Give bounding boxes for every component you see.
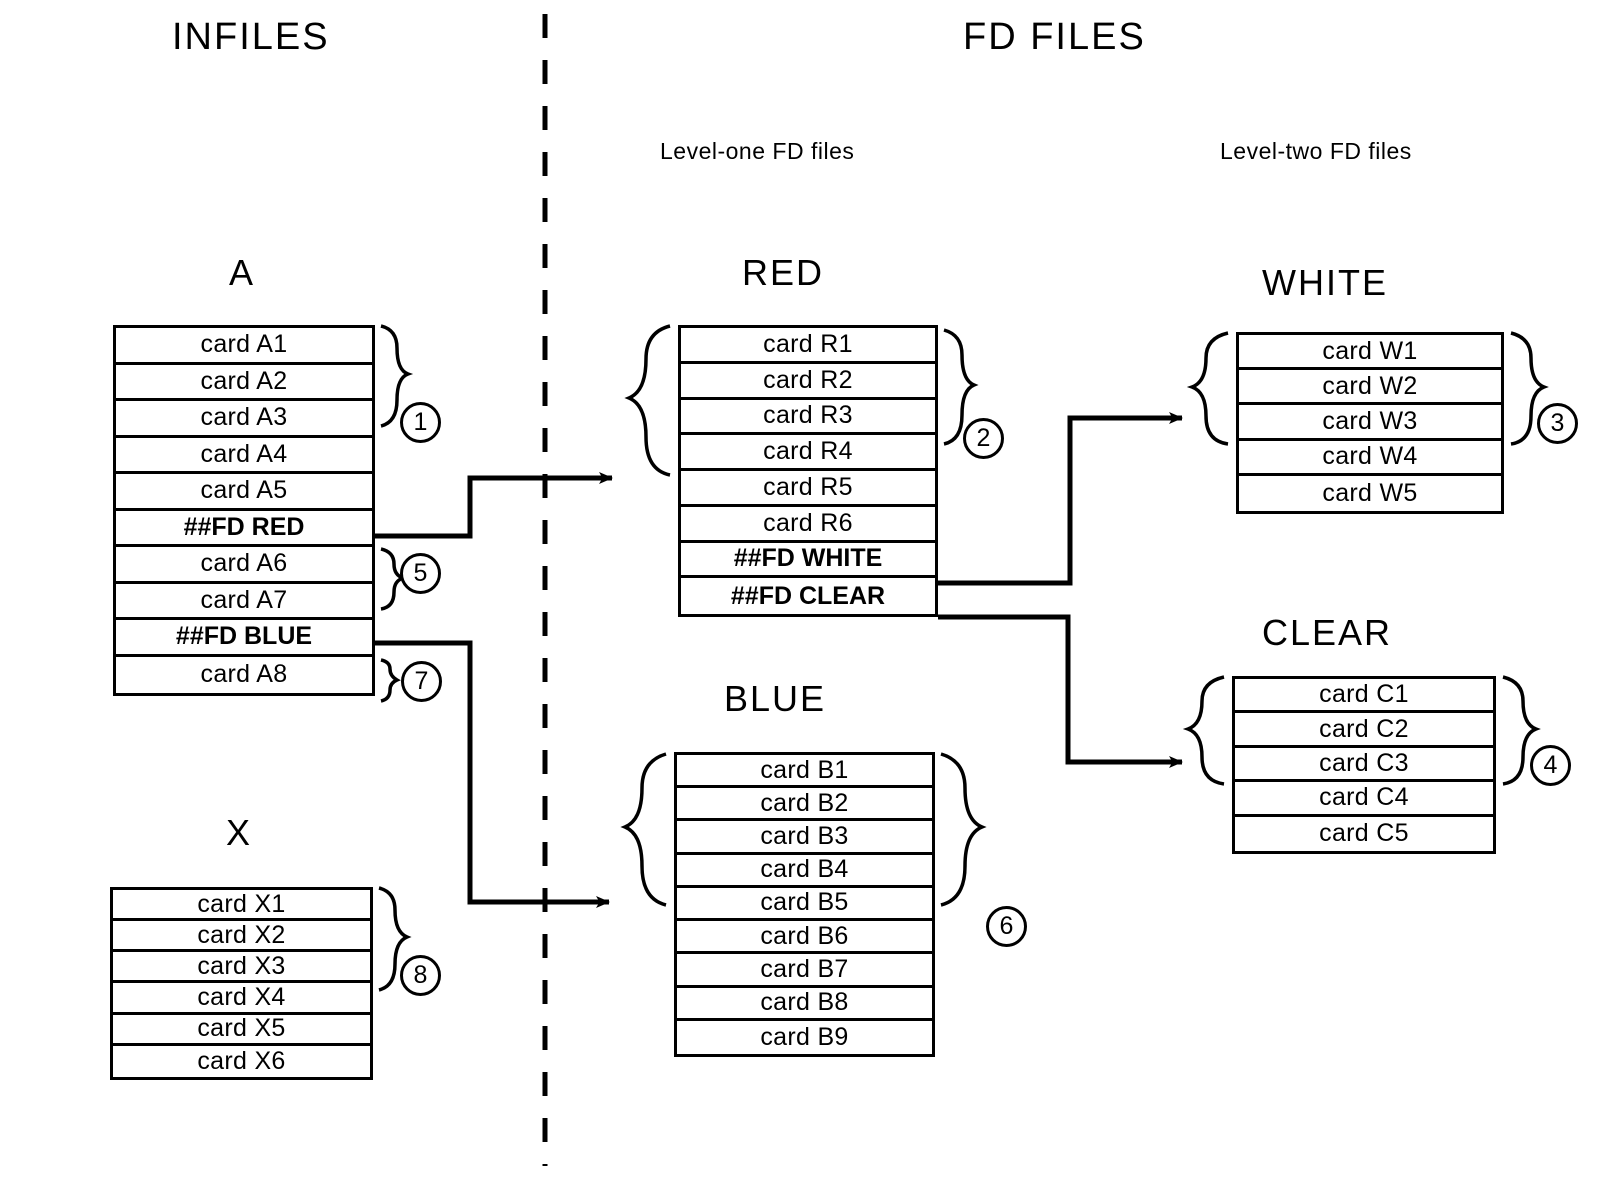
callout-5: 5 bbox=[400, 553, 441, 594]
card-row: card B4 bbox=[677, 854, 932, 888]
card-row: card W1 bbox=[1239, 335, 1501, 371]
heading-infiles: INFILES bbox=[172, 16, 330, 58]
brace-red-left bbox=[624, 324, 671, 477]
brace-a-5 bbox=[380, 547, 409, 611]
file-title-clear: CLEAR bbox=[1262, 612, 1393, 653]
fd-directive-row: ##FD CLEAR bbox=[681, 578, 935, 614]
card-row: card B2 bbox=[677, 788, 932, 822]
card-row: card R3 bbox=[681, 399, 935, 436]
card-row: card B7 bbox=[677, 954, 932, 988]
card-row: card R6 bbox=[681, 506, 935, 543]
card-row: card R4 bbox=[681, 435, 935, 471]
flow-arrow-fd-blue-to-blue bbox=[375, 640, 610, 908]
card-row: card A7 bbox=[116, 583, 372, 620]
card-row: card A5 bbox=[116, 474, 372, 511]
card-row: card B3 bbox=[677, 821, 932, 855]
card-row: card X4 bbox=[113, 983, 370, 1015]
card-row: card A1 bbox=[116, 328, 372, 365]
file-title-white: WHITE bbox=[1262, 262, 1388, 303]
card-row: card B1 bbox=[677, 755, 932, 789]
callout-7: 7 bbox=[401, 661, 442, 702]
card-row: card B5 bbox=[677, 887, 932, 922]
card-row: card C5 bbox=[1235, 816, 1493, 851]
flow-arrow-fd-white-to-white bbox=[938, 412, 1183, 586]
fd-directive-row: ##FD BLUE bbox=[116, 620, 372, 657]
card-row: card A2 bbox=[116, 364, 372, 401]
brace-white-3 bbox=[1510, 331, 1549, 446]
card-row: card X5 bbox=[113, 1014, 370, 1046]
card-row: card R5 bbox=[681, 471, 935, 507]
card-row: card A8 bbox=[116, 656, 372, 693]
file-title-blue: BLUE bbox=[724, 678, 827, 719]
card-row: card C1 bbox=[1235, 679, 1493, 714]
brace-x-8 bbox=[378, 886, 412, 992]
callout-6: 6 bbox=[986, 906, 1027, 947]
brace-a-1 bbox=[380, 324, 414, 428]
heading-fd-files: FD FILES bbox=[963, 16, 1146, 58]
card-row: card X6 bbox=[113, 1045, 370, 1077]
card-row: card A6 bbox=[116, 547, 372, 584]
fd-directive-row: ##FD RED bbox=[116, 510, 372, 547]
card-row: card W4 bbox=[1239, 440, 1501, 476]
brace-clear-4 bbox=[1502, 675, 1541, 786]
fd-directive-row: ##FD WHITE bbox=[681, 542, 935, 579]
callout-8: 8 bbox=[400, 955, 441, 996]
brace-white-left bbox=[1186, 331, 1229, 446]
flow-arrow-fd-red-to-red bbox=[375, 472, 613, 539]
file-title-x: X bbox=[226, 812, 253, 853]
card-row: card R2 bbox=[681, 363, 935, 400]
card-row: card C2 bbox=[1235, 713, 1493, 748]
card-row: card W2 bbox=[1239, 370, 1501, 406]
brace-blue-left bbox=[620, 752, 667, 907]
card-row: card X3 bbox=[113, 952, 370, 984]
file-title-a: A bbox=[229, 252, 256, 293]
card-row: card X1 bbox=[113, 890, 370, 922]
card-row: card W5 bbox=[1239, 475, 1501, 511]
card-row: card B9 bbox=[677, 1020, 932, 1054]
card-row: card C4 bbox=[1235, 782, 1493, 817]
callout-2: 2 bbox=[963, 418, 1004, 459]
brace-clear-left bbox=[1182, 675, 1225, 786]
file-title-red: RED bbox=[742, 252, 825, 293]
label-level-two-fd-files: Level-two FD files bbox=[1220, 138, 1412, 164]
card-row: card X2 bbox=[113, 921, 370, 953]
card-row: card A3 bbox=[116, 401, 372, 438]
brace-red-2 bbox=[943, 328, 979, 446]
card-row: card R1 bbox=[681, 328, 935, 364]
card-row: card C3 bbox=[1235, 747, 1493, 783]
card-row: card W3 bbox=[1239, 405, 1501, 441]
card-row: card B6 bbox=[677, 921, 932, 955]
brace-blue-6 bbox=[940, 752, 987, 907]
callout-3: 3 bbox=[1537, 403, 1578, 444]
callout-1: 1 bbox=[400, 402, 441, 443]
label-level-one-fd-files: Level-one FD files bbox=[660, 138, 855, 164]
card-row: card B8 bbox=[677, 987, 932, 1021]
brace-a-7 bbox=[380, 658, 401, 703]
flow-arrow-fd-clear-to-clear bbox=[938, 614, 1183, 768]
card-row: card A4 bbox=[116, 437, 372, 474]
callout-4: 4 bbox=[1530, 745, 1571, 786]
